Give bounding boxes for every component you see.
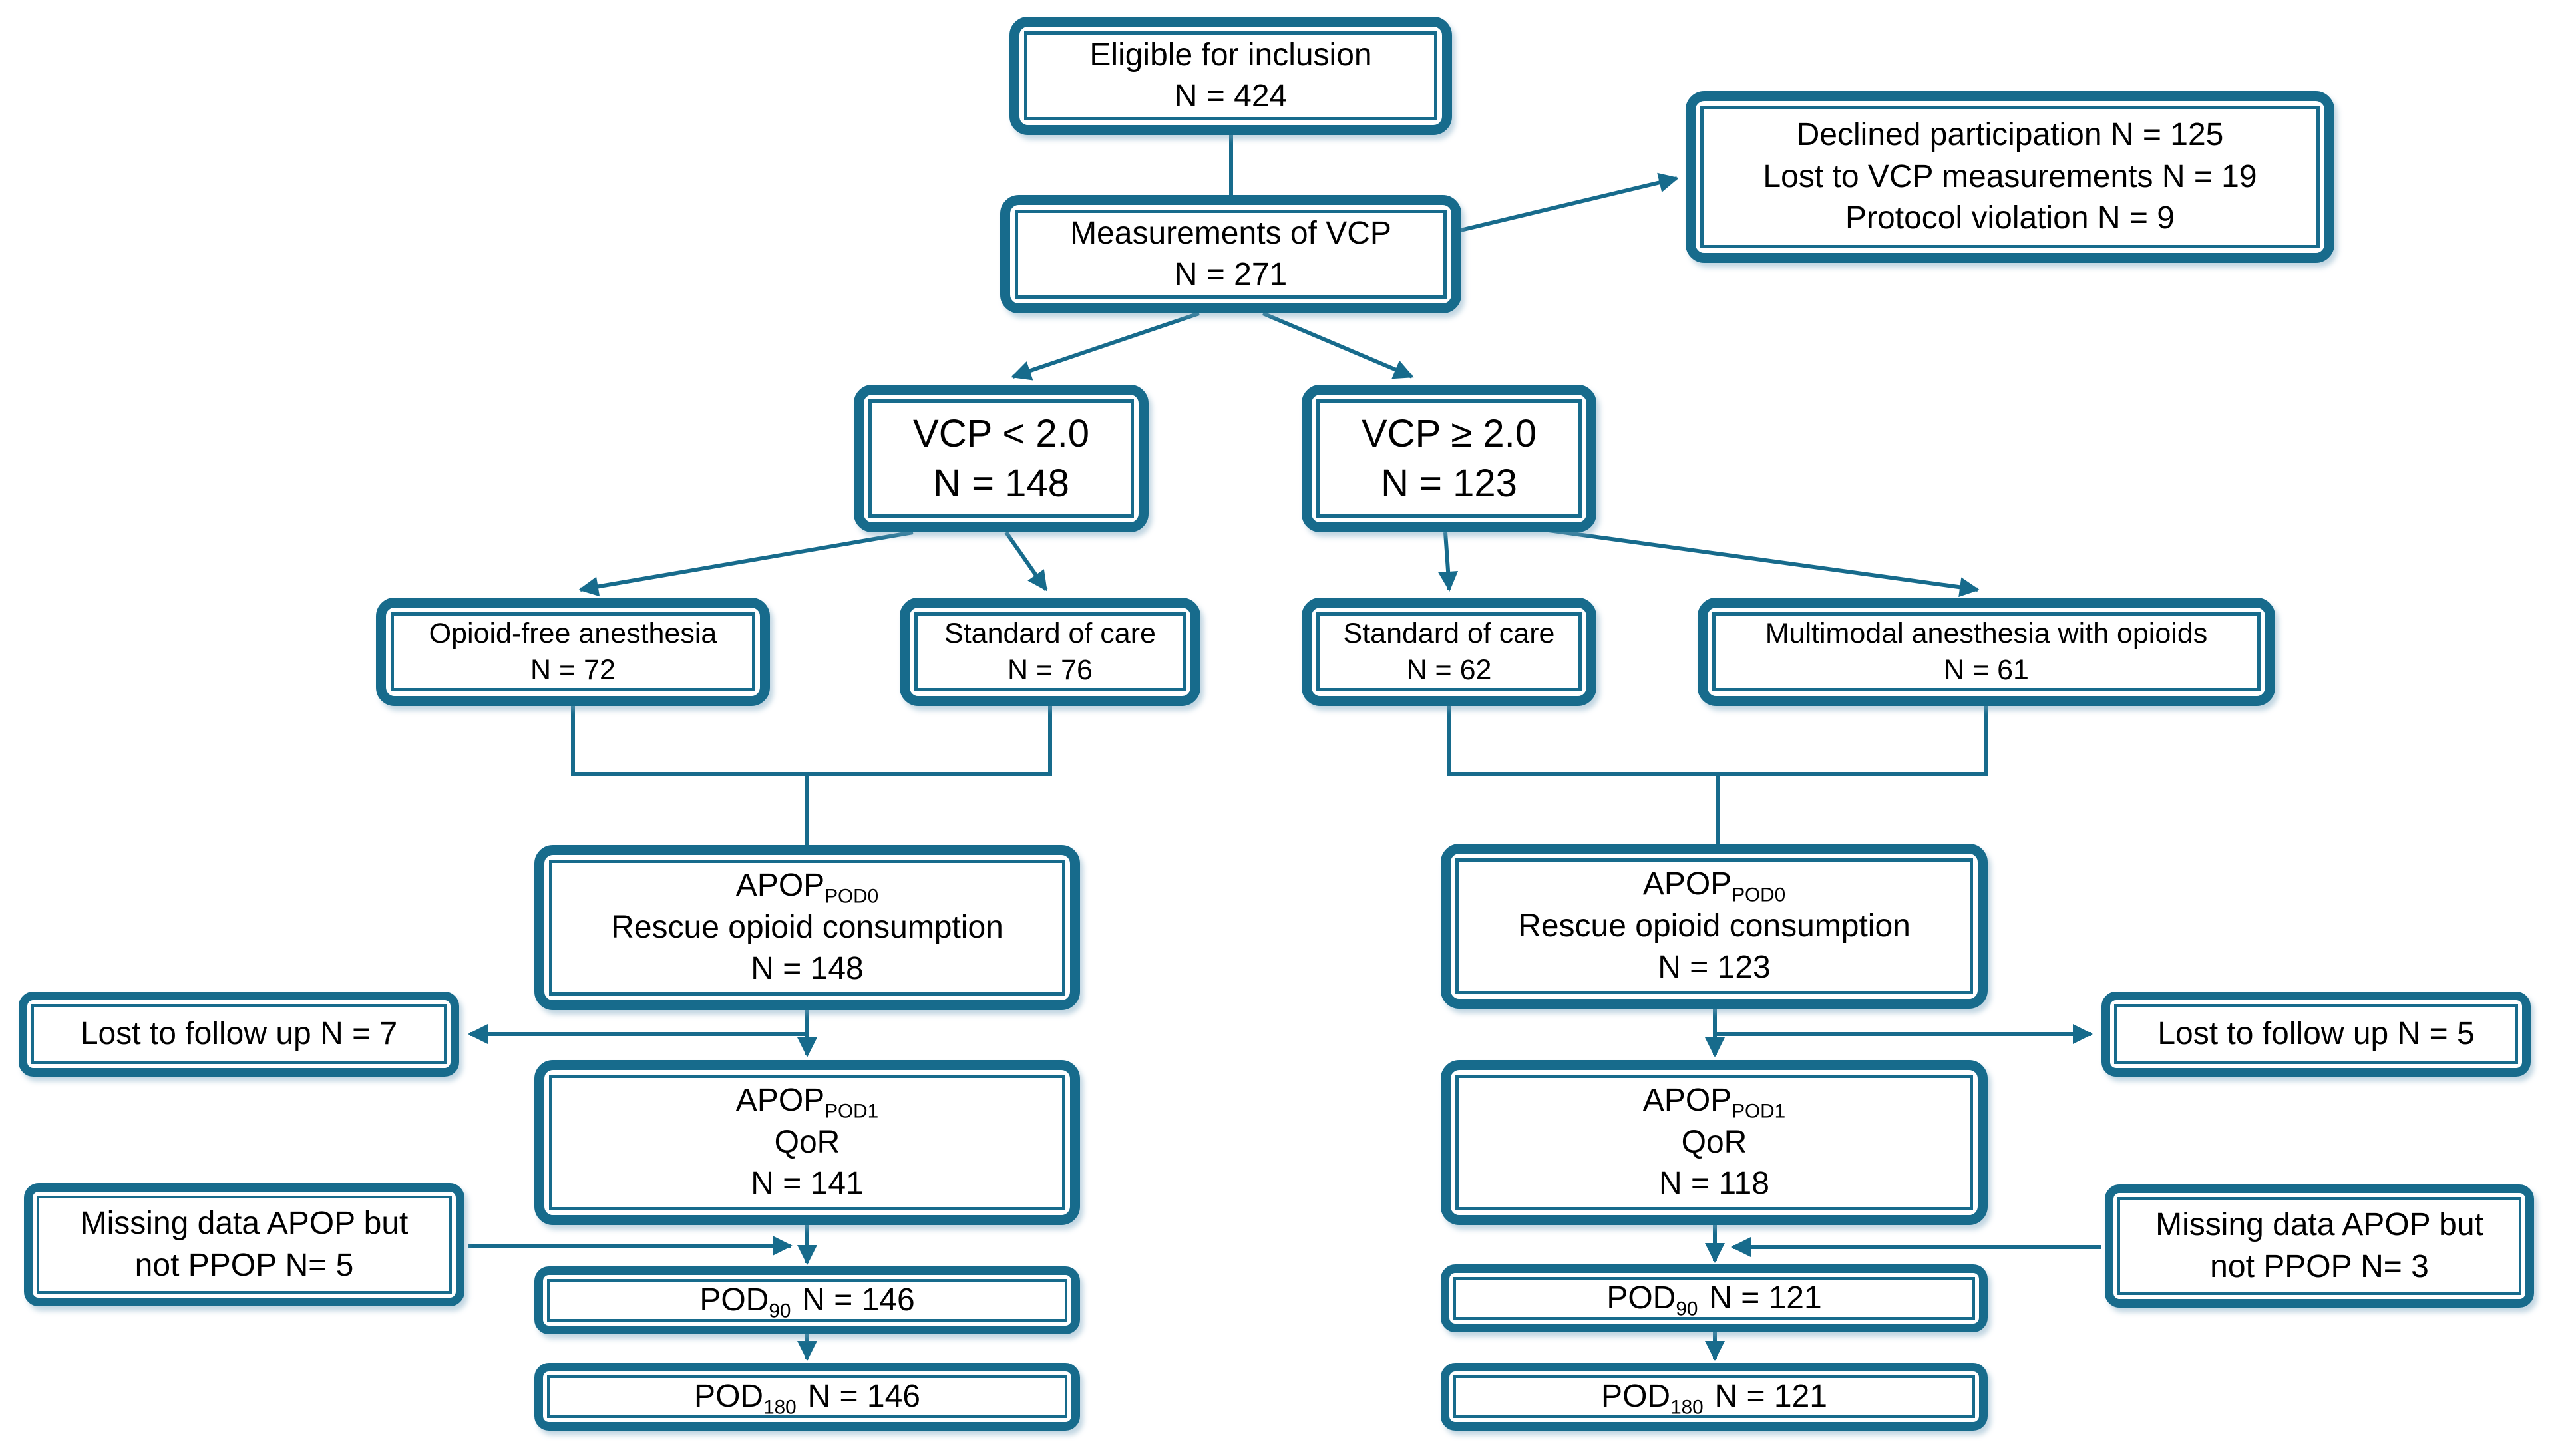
apop-pod0-left-count: N = 148 bbox=[751, 951, 864, 987]
opioid-free-count: N = 72 bbox=[530, 653, 616, 686]
box-soc-right: Standard of care N = 62 bbox=[1302, 598, 1596, 706]
soc-right-label: Standard of care bbox=[1343, 618, 1555, 650]
vcp-high-label: VCP ≥ 2.0 bbox=[1362, 411, 1537, 455]
box-apop-pod1-right: APOPPOD1 QoR N = 118 bbox=[1441, 1060, 1988, 1225]
soc-left-label: Standard of care bbox=[944, 618, 1156, 650]
connector-vcp-high-to-multimodal bbox=[1543, 528, 1980, 598]
box-soc-left: Standard of care N = 76 bbox=[900, 598, 1200, 706]
eligible-label: Eligible for inclusion bbox=[1089, 37, 1372, 73]
box-measurements: Measurements of VCP N = 271 bbox=[1000, 195, 1461, 313]
box-missing-right: Missing data APOP but not PPOP N= 3 bbox=[2105, 1184, 2534, 1308]
box-apop-pod0-right: APOPPOD0 Rescue opioid consumption N = 1… bbox=[1441, 844, 1988, 1009]
lost-left-label: Lost to follow up N = 7 bbox=[80, 1015, 398, 1051]
box-exclusions: Declined participation N = 125 Lost to V… bbox=[1686, 91, 2334, 263]
box-vcp-high: VCP ≥ 2.0 N = 123 bbox=[1302, 385, 1596, 532]
vcp-low-count: N = 148 bbox=[933, 462, 1069, 505]
apop-pod1-left-count: N = 141 bbox=[751, 1166, 864, 1202]
vcp-low-label: VCP < 2.0 bbox=[913, 411, 1089, 455]
vcp-high-count: N = 123 bbox=[1381, 462, 1517, 505]
lost-right-label: Lost to follow up N = 5 bbox=[2157, 1015, 2475, 1051]
box-missing-left: Missing data APOP but not PPOP N= 5 bbox=[24, 1183, 464, 1306]
soc-left-count: N = 76 bbox=[1007, 653, 1093, 686]
eligible-count: N = 424 bbox=[1174, 79, 1288, 114]
connector-merge-right bbox=[1447, 706, 1988, 776]
apop-pod1-right-label: QoR bbox=[1681, 1124, 1747, 1160]
connector-vcp-high-to-soc-right bbox=[1438, 532, 1459, 592]
measurements-label: Measurements of VCP bbox=[1070, 215, 1391, 251]
box-vcp-low: VCP < 2.0 N = 148 bbox=[854, 385, 1149, 532]
connector-measurements-to-vcp-low bbox=[1011, 311, 1200, 381]
apop-pod1-right-count: N = 118 bbox=[1659, 1166, 1769, 1202]
exclusion-lost-vcp: Lost to VCP measurements N = 19 bbox=[1763, 158, 2257, 194]
apop-pod1-left-title: APOPPOD1 bbox=[735, 1083, 879, 1123]
apop-pod0-right-label: Rescue opioid consumption bbox=[1518, 908, 1911, 944]
measurements-count: N = 271 bbox=[1174, 257, 1288, 292]
multimodal-label: Multimodal anesthesia with opioids bbox=[1765, 618, 2208, 650]
connector-vcp-low-to-soc-left bbox=[1004, 531, 1048, 592]
soc-right-count: N = 62 bbox=[1406, 653, 1492, 686]
box-lost-right: Lost to follow up N = 5 bbox=[2101, 992, 2531, 1077]
connector-merge-left bbox=[571, 706, 1052, 776]
exclusion-protocol-violation: Protocol violation N = 9 bbox=[1845, 200, 2175, 236]
apop-pod0-left-label: Rescue opioid consumption bbox=[611, 909, 1003, 945]
apop-pod0-right-count: N = 123 bbox=[1658, 950, 1771, 986]
apop-pod1-right-title: APOPPOD1 bbox=[1642, 1083, 1786, 1123]
connector-vcp-low-to-opioid-free bbox=[578, 530, 914, 597]
multimodal-count: N = 61 bbox=[1944, 653, 2029, 686]
missing-right-line2: not PPOP N= 3 bbox=[2210, 1248, 2429, 1284]
box-opioid-free: Opioid-free anesthesia N = 72 bbox=[376, 598, 770, 706]
missing-left-line2: not PPOP N= 5 bbox=[134, 1247, 354, 1283]
connector-measurements-to-vcp-high bbox=[1262, 311, 1414, 379]
missing-right-line1: Missing data APOP but bbox=[2155, 1207, 2483, 1243]
box-eligible: Eligible for inclusion N = 424 bbox=[1009, 17, 1452, 135]
opioid-free-label: Opioid-free anesthesia bbox=[429, 618, 717, 650]
exclusion-declined: Declined participation N = 125 bbox=[1796, 117, 2224, 153]
apop-pod0-left-title: APOPPOD0 bbox=[735, 868, 879, 908]
box-apop-pod1-left: APOPPOD1 QoR N = 141 bbox=[534, 1060, 1080, 1225]
box-apop-pod0-left: APOPPOD0 Rescue opioid consumption N = 1… bbox=[534, 845, 1080, 1010]
apop-pod1-left-label: QoR bbox=[774, 1124, 840, 1160]
box-lost-left: Lost to follow up N = 7 bbox=[19, 992, 459, 1077]
missing-left-line1: Missing data APOP but bbox=[80, 1206, 409, 1242]
box-multimodal: Multimodal anesthesia with opioids N = 6… bbox=[1698, 598, 2275, 706]
apop-pod0-right-title: APOPPOD0 bbox=[1642, 866, 1786, 906]
